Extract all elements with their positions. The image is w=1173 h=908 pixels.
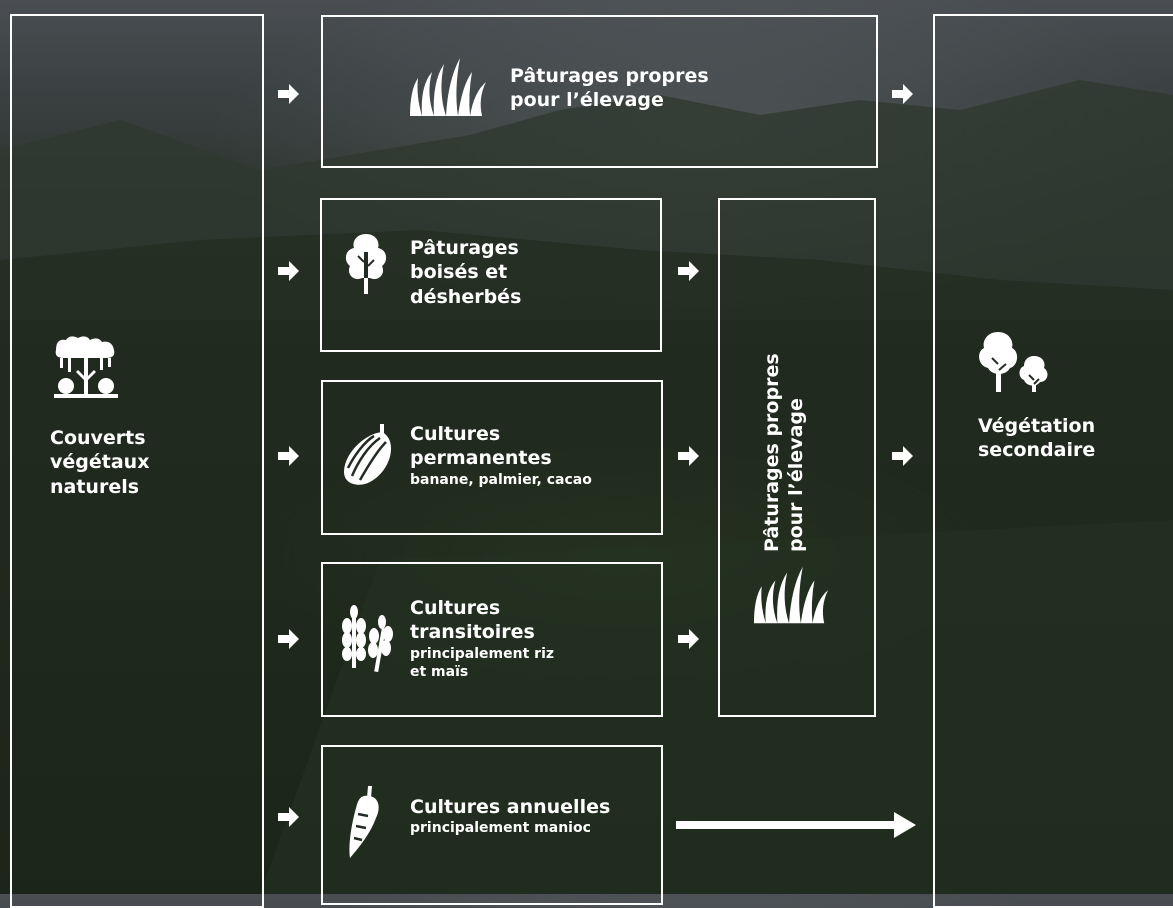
wooded-pasture-box — [320, 198, 662, 352]
clean-pasture-vertical-label: Pâturages propres pour l’élevage — [760, 312, 820, 552]
permanent-crops-line1: Cultures — [410, 423, 501, 445]
arrow-right-icon — [678, 629, 699, 649]
clean-pasture-label: Pâturages propres pour l’élevage — [510, 64, 709, 113]
wooded-pasture-line1: Pâturages — [410, 237, 519, 259]
transitory-crops-line2: transitoires — [410, 621, 535, 644]
permanent-crops-sub: banane, palmier, cacao — [410, 471, 592, 488]
arrow-right-icon — [278, 807, 299, 827]
grain-icon — [342, 605, 393, 673]
permanent-crops-box — [321, 380, 663, 535]
secondary-vegetation-line2: secondaire — [978, 439, 1096, 462]
natural-cover-line2: végétaux — [50, 451, 150, 474]
trees-icon — [979, 332, 1048, 392]
natural-cover-line3: naturels — [50, 475, 140, 498]
cacao-icon — [344, 424, 392, 485]
annual-crops-sub: principalement manioc — [410, 820, 591, 837]
arrow-right-icon — [278, 446, 299, 466]
clean-pasture-vertical-line2: pour l’élevage — [785, 398, 808, 552]
permanent-crops-label: Cultures permanentes banane, palmier, ca… — [410, 422, 592, 489]
clean-pasture-vertical-box — [718, 198, 876, 717]
arrow-right-icon — [278, 261, 299, 281]
arrow-right-icon — [678, 261, 699, 281]
grass-icon — [410, 58, 486, 116]
annual-crops-line1: Cultures annuelles — [410, 796, 611, 818]
wooded-pasture-line2: boisés et — [410, 261, 508, 284]
transitory-crops-sub1: principalement riz — [410, 645, 555, 662]
rainforest-icon — [54, 336, 118, 398]
clean-pasture-vertical-line1: Pâturages propres — [761, 353, 783, 552]
cassava-icon — [349, 786, 379, 858]
tree-icon — [345, 234, 387, 294]
secondary-vegetation-label: Végétation secondaire — [978, 414, 1095, 463]
long-arrow-right-icon — [676, 812, 916, 838]
clean-pasture-line2: pour l’élevage — [510, 89, 664, 112]
transitory-crops-label: Cultures transitoires principalement riz… — [410, 596, 554, 681]
arrow-right-icon — [892, 446, 913, 466]
annual-crops-label: Cultures annuelles principalement manioc — [410, 795, 610, 838]
transitory-crops-box — [321, 562, 663, 717]
arrow-right-icon — [278, 629, 299, 649]
transitory-crops-sub2: et maïs — [410, 663, 469, 680]
transitory-crops-line1: Cultures — [410, 597, 501, 619]
clean-pasture-line1: Pâturages propres — [510, 65, 709, 87]
grass-icon — [753, 566, 829, 624]
secondary-vegetation-line1: Végétation — [978, 415, 1096, 437]
wooded-pasture-line3: désherbés — [410, 285, 522, 308]
clean-pasture-box — [321, 15, 878, 168]
wooded-pasture-label: Pâturages boisés et désherbés — [410, 236, 521, 309]
natural-cover-line1: Couverts — [50, 427, 146, 449]
arrow-right-icon — [892, 84, 913, 104]
arrow-right-icon — [278, 84, 299, 104]
natural-cover-label: Couverts végétaux naturels — [50, 426, 149, 499]
arrow-right-icon — [678, 446, 699, 466]
permanent-crops-line2: permanentes — [410, 447, 552, 470]
